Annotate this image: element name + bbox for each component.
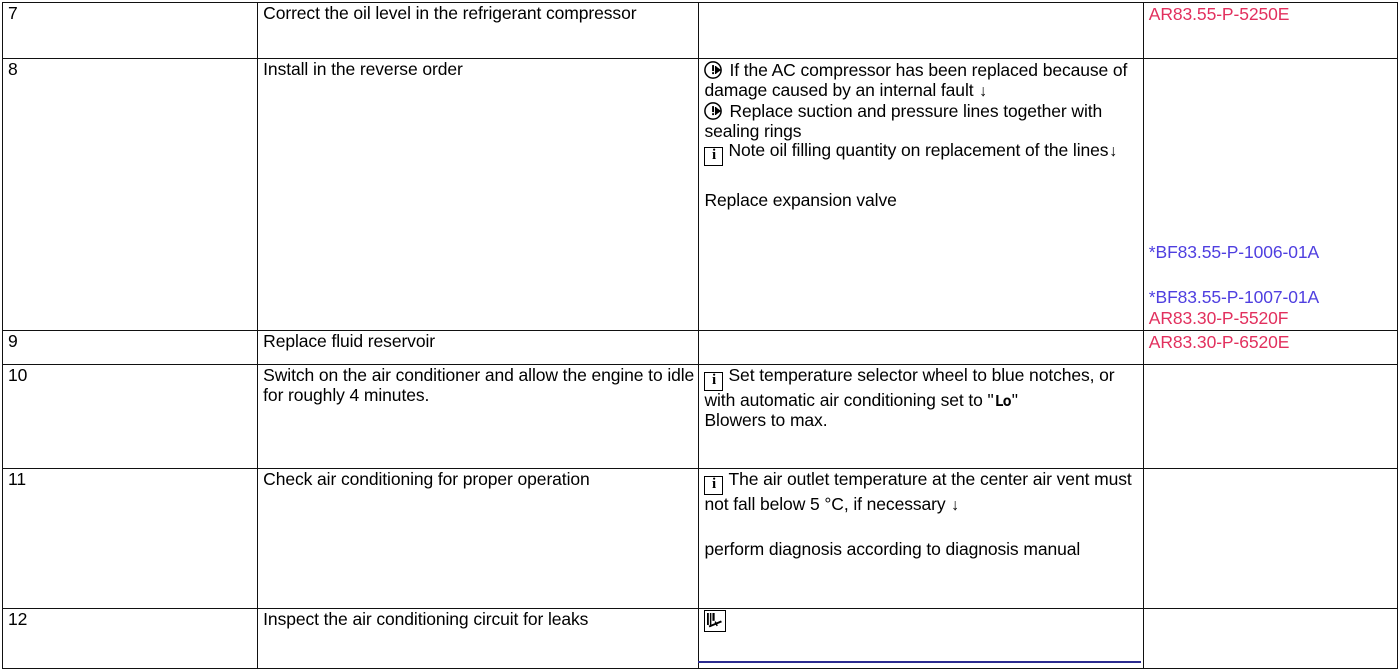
step-number: 9 <box>8 330 18 351</box>
step-number-cell: 12 <box>1 607 259 669</box>
document-link[interactable]: AR83.55-P-5250E <box>1148 4 1290 24</box>
spacer <box>1149 60 1393 242</box>
operation-text: Install in the reverse order <box>263 59 463 79</box>
document-reference-cell: *BF83.55-P-1006-01A *BF83.55-P-1007-01A … <box>1142 58 1399 331</box>
lcd-display-value: Lo <box>994 391 1012 410</box>
step-number-cell: 7 <box>1 2 259 59</box>
operation-cell: Inspect the air conditioning circuit for… <box>257 607 700 669</box>
table-row: 11 Check air conditioning for proper ope… <box>1 467 1399 609</box>
note-text: Replace suction and pressure lines toget… <box>704 100 1103 141</box>
caution-icon <box>704 101 724 121</box>
document-reference-cell: AR83.55-P-5250E <box>1142 2 1399 59</box>
step-number: 12 <box>8 608 28 629</box>
continuation-arrow-icon: ↓ <box>1109 143 1118 161</box>
table-row: 12 Inspect the air conditioning circuit … <box>1 607 1399 669</box>
step-number-cell: 10 <box>1 363 259 469</box>
note-text: Set temperature selector wheel to blue n… <box>704 364 1115 410</box>
spacer <box>1149 262 1393 287</box>
note-text-after: " <box>1011 389 1018 410</box>
document-link[interactable]: AR83.30-P-6520E <box>1148 331 1290 352</box>
note-text: perform diagnosis according to diagnosis… <box>704 538 1081 559</box>
step-number: 11 <box>8 468 26 489</box>
document-reference-cell <box>1142 607 1399 669</box>
document-reference-cell <box>1142 467 1399 609</box>
info-icon: i <box>704 475 724 495</box>
note-text: Blowers to max. <box>704 409 828 430</box>
note-text: The air outlet temperature at the center… <box>704 468 1132 514</box>
step-number-cell: 9 <box>1 329 259 365</box>
note-item: Replace suction and pressure lines toget… <box>704 101 1138 142</box>
notes-cell: If the AC compressor has been replaced b… <box>698 58 1144 331</box>
operation-cell: Install in the reverse order <box>257 58 700 331</box>
note-item: Blowers to max. <box>704 409 1138 431</box>
operation-cell: Check air conditioning for proper operat… <box>257 467 700 609</box>
step-number-cell: 8 <box>1 58 259 331</box>
table-row: 7 Correct the oil level in the refrigera… <box>1 2 1399 59</box>
spacer <box>704 515 1138 540</box>
notes-cell <box>698 2 1144 59</box>
note-text: Note oil filling quantity on replacement… <box>728 140 1109 161</box>
document-link[interactable]: AR83.30-P-5520F <box>1148 307 1289 328</box>
note-item: perform diagnosis according to diagnosis… <box>704 538 1138 560</box>
note-item: Replace expansion valve <box>704 191 1138 211</box>
continuation-arrow-icon: ↓ <box>951 496 960 514</box>
operation-cell: Correct the oil level in the refrigerant… <box>257 2 700 59</box>
note-text: If the AC compressor has been replaced b… <box>704 60 1128 100</box>
note-item: If the AC compressor has been replaced b… <box>704 60 1138 101</box>
workshop-equipment-icon[interactable] <box>704 609 727 632</box>
info-icon: i <box>704 147 724 167</box>
table-row: 9 Replace fluid reservoir AR83.30-P-6520… <box>1 329 1399 365</box>
operation-text: Switch on the air conditioner and allow … <box>263 364 695 405</box>
operation-text: Inspect the air conditioning circuit for… <box>263 608 589 629</box>
spacer <box>704 166 1138 191</box>
document-reference-cell <box>1142 363 1399 469</box>
step-number: 10 <box>8 364 28 385</box>
note-text: Replace expansion valve <box>704 190 897 211</box>
operation-cell: Replace fluid reservoir <box>257 329 700 365</box>
notes-cell <box>698 607 1144 669</box>
notes-cell <box>698 329 1144 365</box>
info-icon: i <box>704 371 724 391</box>
step-number-cell: 11 <box>1 467 259 609</box>
document-link[interactable]: *BF83.55-P-1007-01A <box>1148 287 1320 308</box>
table-row: 8 Install in the reverse order <box>1 58 1399 331</box>
table-row: 10 Switch on the air conditioner and all… <box>1 363 1399 469</box>
operation-cell: Switch on the air conditioner and allow … <box>257 363 700 469</box>
caution-icon <box>704 60 724 80</box>
step-number: 8 <box>8 59 18 79</box>
operation-text: Replace fluid reservoir <box>263 330 435 351</box>
continuation-arrow-icon: ↓ <box>979 82 988 100</box>
step-number: 7 <box>8 3 18 23</box>
operation-text: Check air conditioning for proper operat… <box>263 468 590 489</box>
document-reference-cell: AR83.30-P-6520E <box>1142 329 1399 365</box>
document-link[interactable]: *BF83.55-P-1006-01A <box>1148 242 1320 262</box>
link-underline-artifact <box>698 661 1141 663</box>
operation-text: Correct the oil level in the refrigerant… <box>263 3 637 23</box>
